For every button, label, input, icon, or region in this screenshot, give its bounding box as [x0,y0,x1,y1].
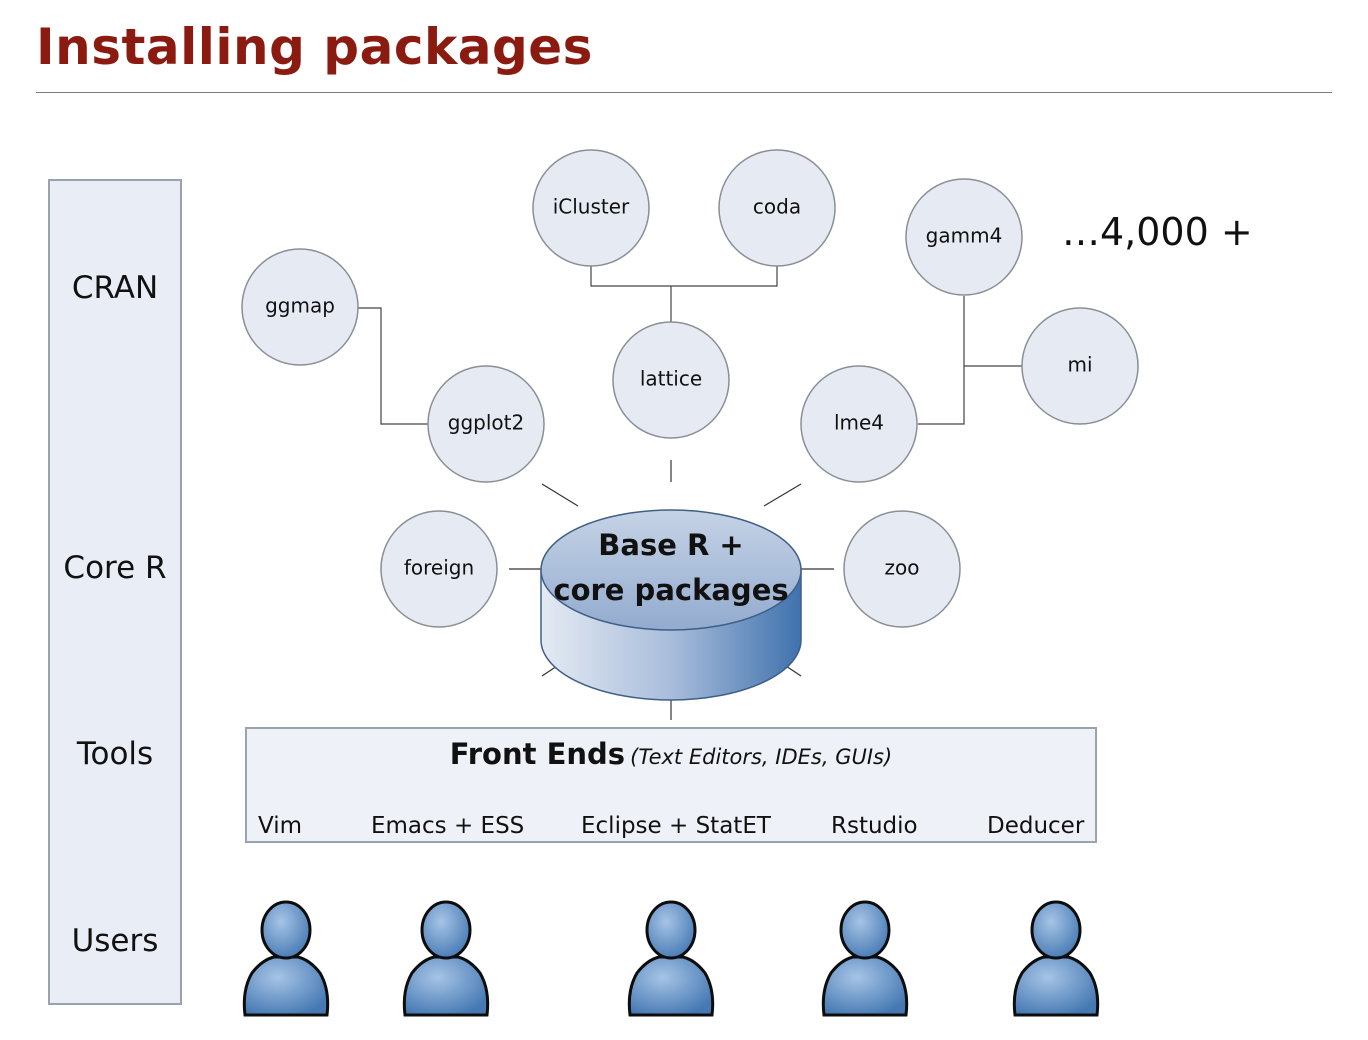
package-label: ggmap [265,294,335,318]
package-label: coda [753,195,801,219]
cylinder-top [540,509,802,631]
package-gamm4: gamm4 [905,178,1023,296]
user-silhouette-icon [627,900,715,1017]
front-end-eclipse-statet: Eclipse + StatET [581,813,771,839]
package-ggmap: ggmap [241,248,359,366]
front-ends-title: Front Ends [449,737,626,771]
package-coda: coda [718,149,836,267]
front-ends-heading: Front Ends (Text Editors, IDEs, GUIs) [247,737,1095,771]
user-silhouette-icon [1012,900,1100,1017]
core-label-line1: Base R + [598,528,743,562]
package-label: lme4 [834,411,884,435]
connector-ggmap-ggplot2 [357,307,429,425]
layer-label-core-r: Core R [63,550,167,586]
package-label: lattice [640,367,702,391]
layer-label-users: Users [71,923,159,959]
package-ggplot2: ggplot2 [427,365,545,483]
package-label: ggplot2 [448,411,524,435]
layer-bar [48,179,182,1005]
front-end-deducer: Deducer [987,813,1085,839]
page-title: Installing packages [36,18,593,76]
package-label: gamm4 [926,224,1003,248]
package-mi: mi [1021,307,1139,425]
package-label: foreign [404,556,474,580]
ray [763,483,802,507]
package-label: mi [1067,353,1092,377]
connector-gamm4-lme4 [918,296,965,425]
front-end-rstudio: Rstudio [831,813,918,839]
front-ends-box: Front Ends (Text Editors, IDEs, GUIs) Vi… [245,727,1097,843]
user-silhouette-icon [242,900,330,1017]
layer-label-tools: Tools [76,736,154,772]
front-end-emacs-ess: Emacs + ESS [371,813,525,839]
connector-lines [357,266,1022,425]
core-label-line2: core packages [553,573,788,607]
package-label: iCluster [553,195,630,219]
package-label: zoo [885,556,920,580]
user-silhouette-icon [821,900,909,1017]
more-packages-count: …4,000 + [1062,210,1253,254]
front-end-vim: Vim [258,813,303,839]
connector-icluster-coda [590,266,778,287]
front-ends-subtitle: (Text Editors, IDEs, GUIs) [630,745,893,769]
title-divider [36,92,1332,93]
core-cylinder: Base R + core packages [540,509,802,701]
package-zoo: zoo [843,510,961,628]
ray [541,483,579,507]
package-foreign: foreign [380,510,498,628]
package-icluster: iCluster [532,149,650,267]
package-lattice: lattice [612,321,730,439]
users-row [242,900,1100,1017]
package-lme4: lme4 [800,365,918,483]
user-silhouette-icon [402,900,490,1017]
layer-label-cran: CRAN [71,270,159,306]
